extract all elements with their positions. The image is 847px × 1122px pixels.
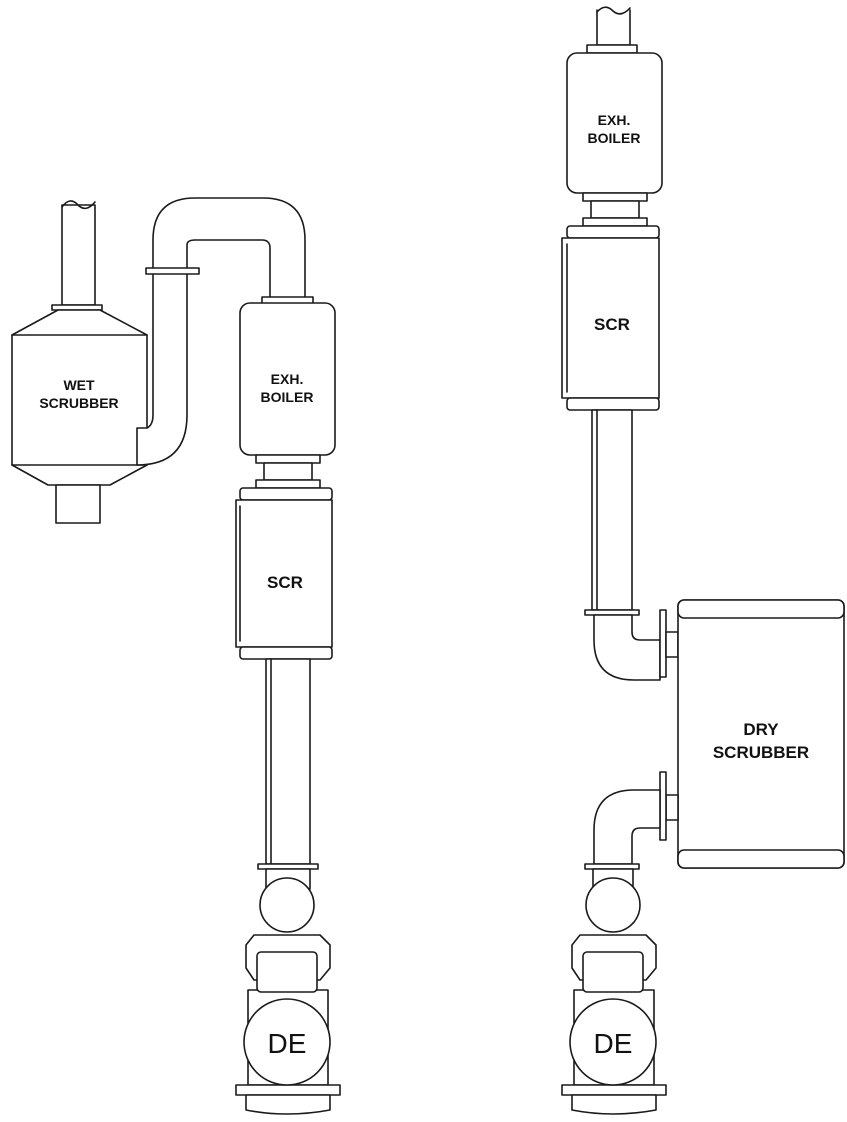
left-scr: SCR (235, 487, 333, 660)
left-engine-pipe (257, 658, 319, 890)
right-scr-label: SCR (594, 315, 630, 334)
right-engine-pipe (584, 771, 679, 890)
left-wet-scrubber-stack (51, 200, 103, 311)
left-engine-label: DE (268, 1028, 307, 1059)
right-stack (586, 6, 638, 54)
dry-scrubber: DRY SCRUBBER (677, 599, 845, 869)
right-exhaust-boiler: EXH. BOILER (566, 52, 663, 227)
right-exh-boiler-label-line1: EXH. (598, 112, 631, 128)
left-exh-boiler-label-line1: EXH. (271, 371, 304, 387)
left-exh-boiler-label-line2: BOILER (261, 389, 314, 405)
left-bypass-pipe (136, 197, 306, 466)
dry-scrubber-label-line2: SCRUBBER (713, 743, 809, 762)
left-scr-label: SCR (267, 573, 303, 592)
left-exhaust-system: WET SCRUBBER EXH. BOILER SCR (11, 197, 341, 1115)
right-scr-outlet-pipe (584, 409, 679, 681)
right-diesel-engine: DE (561, 877, 667, 1115)
left-diesel-engine: DE (235, 877, 341, 1115)
wet-scrubber-label-line1: WET (63, 377, 95, 393)
right-exhaust-system: EXH. BOILER SCR DRY SCRUBBER (561, 6, 845, 1115)
wet-scrubber-label-line2: SCRUBBER (39, 395, 118, 411)
wet-scrubber: WET SCRUBBER (11, 309, 148, 524)
right-exh-boiler-label-line2: BOILER (588, 130, 641, 146)
dry-scrubber-label-line1: DRY (743, 720, 779, 739)
right-scr: SCR (561, 225, 660, 411)
right-engine-label: DE (594, 1028, 633, 1059)
left-exhaust-boiler: EXH. BOILER (239, 296, 336, 489)
